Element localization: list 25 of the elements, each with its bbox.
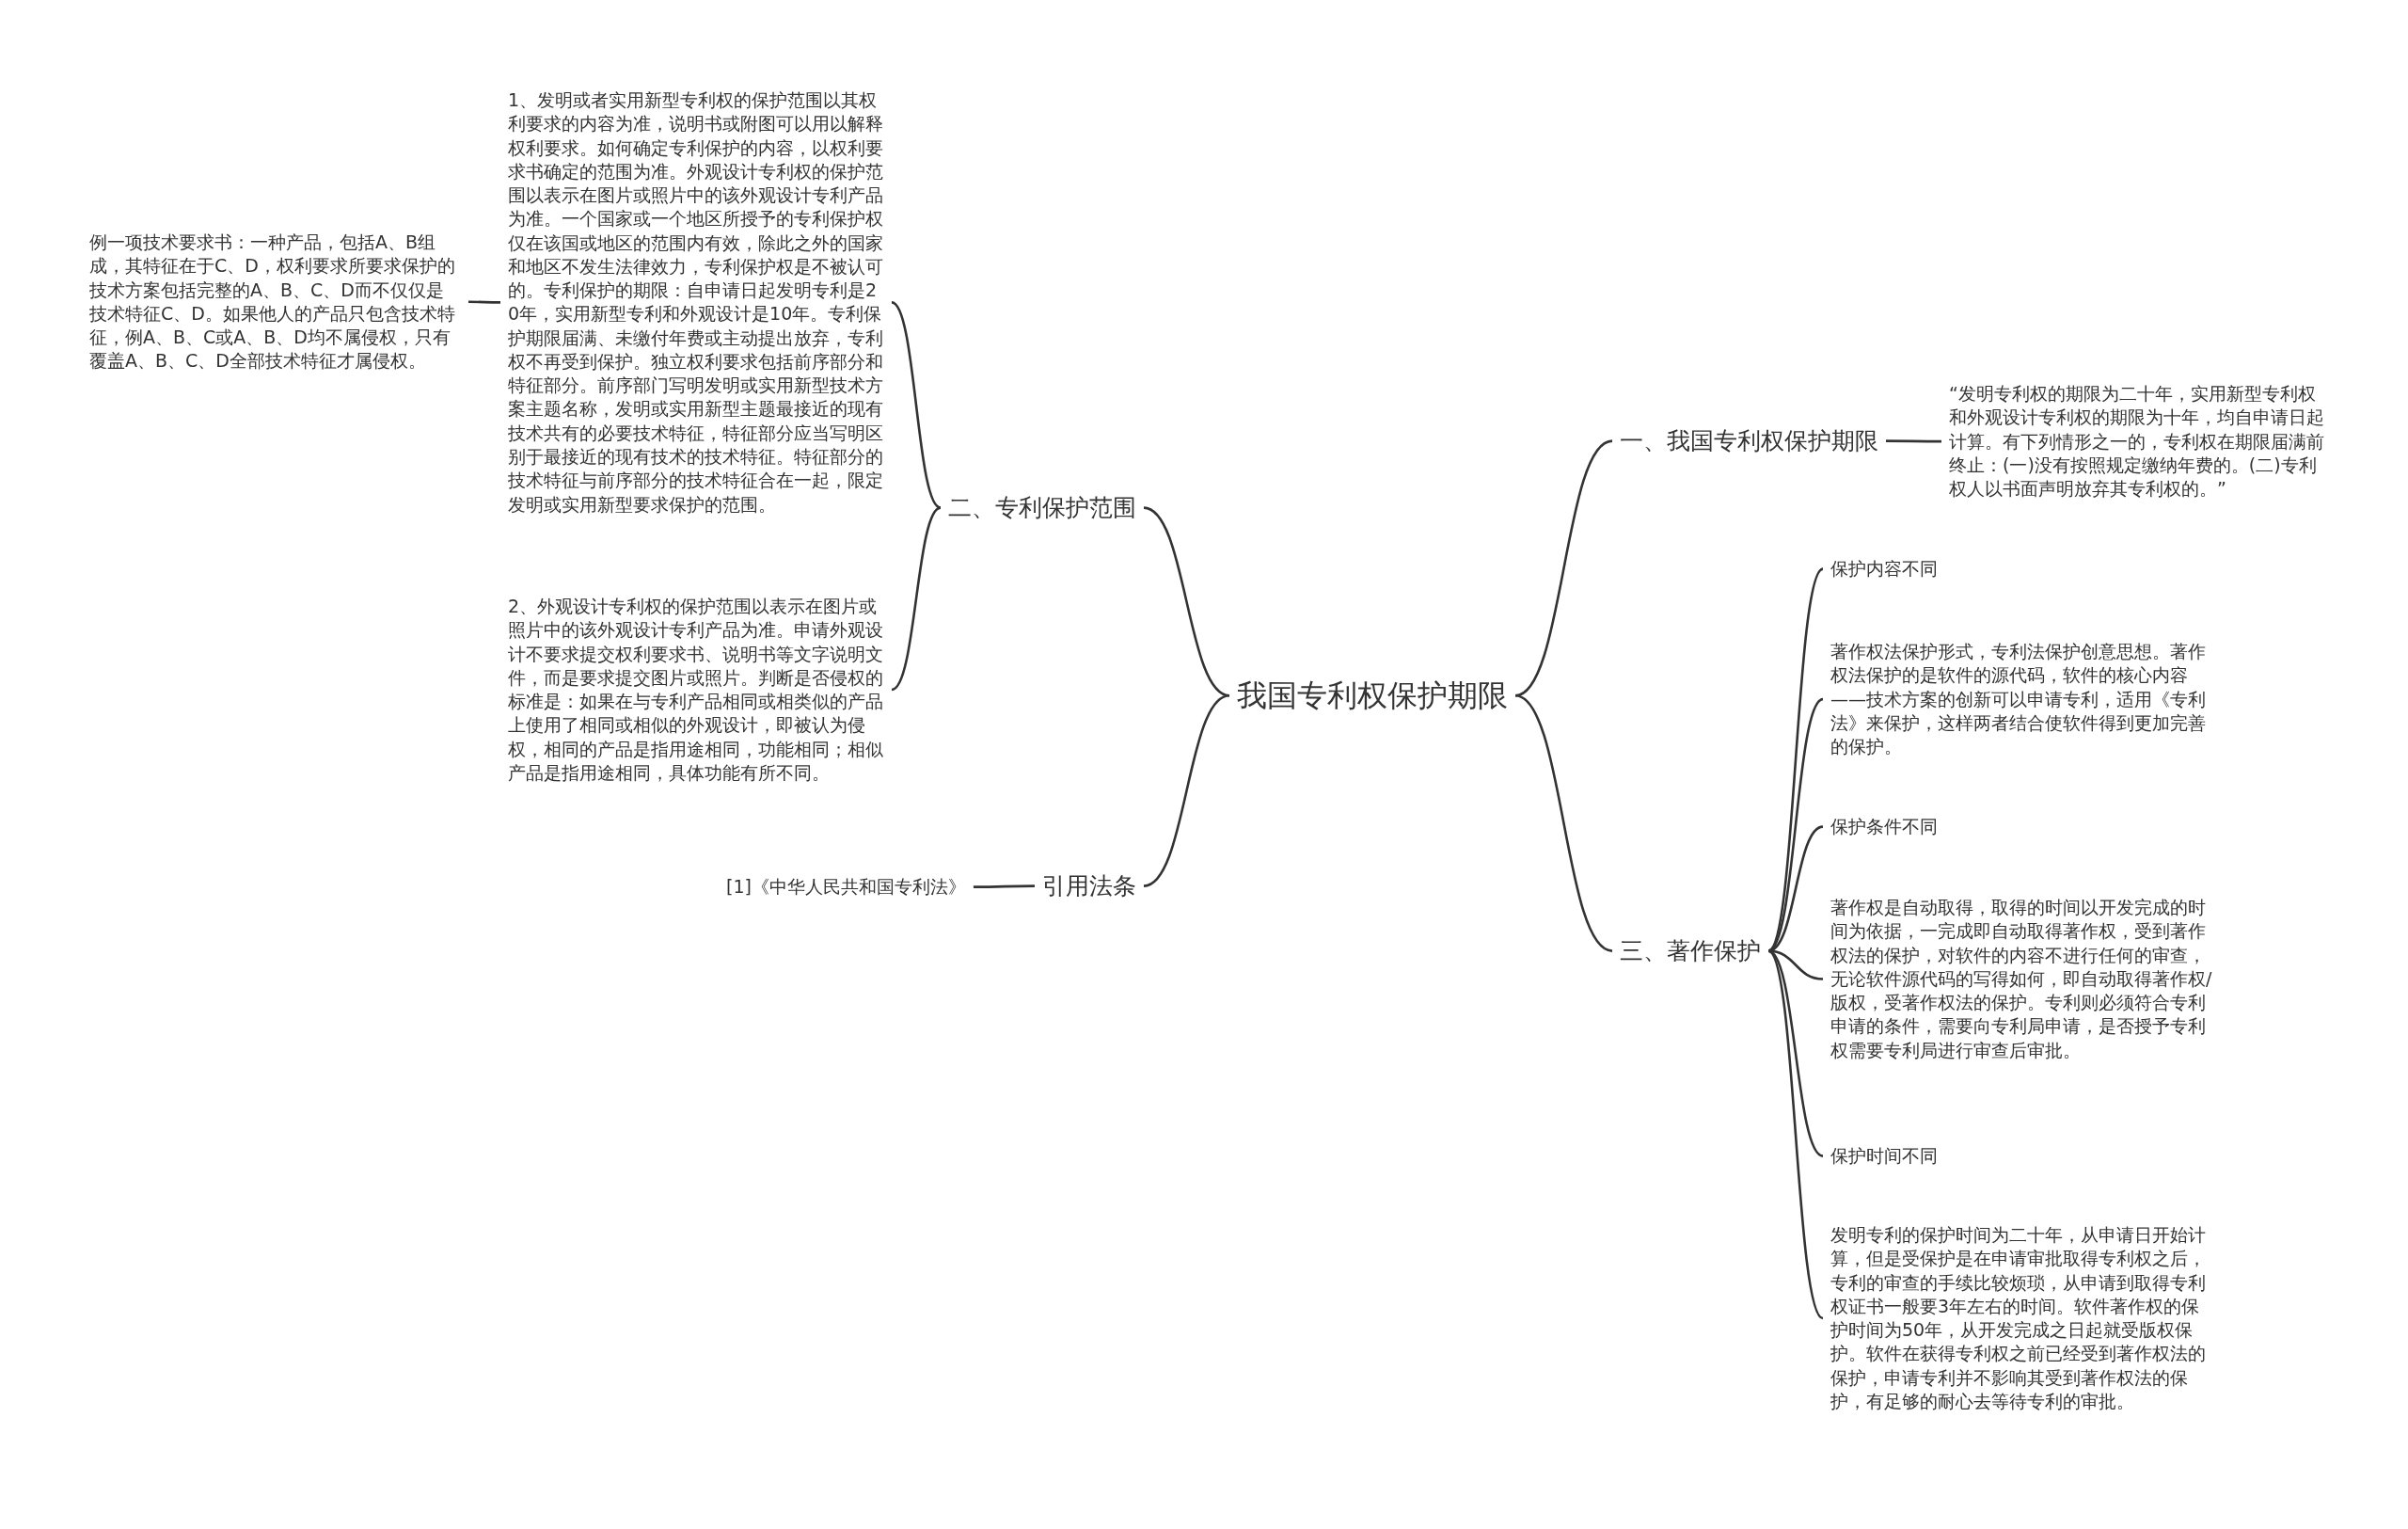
- note-text: 例一项技术要求书：一种产品，包括A、B组成，其特征在于C、D，权利要求所要求保护的技术方案包括完整的A、B、C、D而不仅仅是技术特征C、D。如果他人的产品只包含技术特征，例A、B、C或A、B、D均不属侵权，只有覆盖A、B、C、D全部技术特征才属侵权。: [89, 231, 461, 374]
- central-topic: 我国专利权保护期限: [1237, 676, 1508, 716]
- note-text: “发明专利权的期限为二十年，实用新型专利权和外观设计专利权的期限为十年，均自申请日起计算。有下列情形之一的，专利权在期限届满前终止：(一)没有按照规定缴纳年费的。(二)专利权人以书面声明放弃其专利权的。”: [1949, 382, 2330, 502]
- connector-line: [1767, 949, 1824, 1319]
- branch-topic: 引用法条: [1042, 870, 1136, 902]
- note-text: 发明专利的保护时间为二十年，从申请日开始计算，但是受保护是在申请审批取得专利权之后，专利的审查的手续比较烦琐，从申请到取得专利权证书一般要3年左右的时间。软件著作权的保护时间为50年，从开发完成之日起就受版权保护。软件在获得专利权之前已经受到著作权法的保护，申请专利并不影响其受到著作权法的保护，有足够的耐心去等待专利的审批。: [1830, 1223, 2216, 1414]
- connector-line: [973, 884, 1035, 888]
- branch-topic: 二、专利保护范围: [948, 492, 1136, 524]
- connector-line: [891, 506, 942, 692]
- connector-line: [1143, 694, 1230, 887]
- note-text: 保护条件不同: [1830, 815, 2216, 839]
- connector-line: [1767, 698, 1824, 952]
- note-text: 保护时间不同: [1830, 1144, 2216, 1169]
- note-text: 2、外观设计专利权的保护范围以表示在图片或照片中的该外观设计专利产品为准。申请外观设计不要求提交权利要求书、说明书等文字说明文件，而是要求提交图片或照片。判断是否侵权的标准是：如果在与专利产品相同或相类似的产品上使用了相同或相似的外观设计，即被认为侵权，相同的产品是指用途相同，功能相同；相似产品是指用途相同，具体功能有所不同。: [508, 595, 884, 786]
- note-text: [1]《中华人民共和国专利法》: [726, 875, 966, 900]
- connector-line: [468, 300, 500, 304]
- connector-line: [891, 301, 942, 509]
- note-text: 著作权法保护形式，专利法保护创意思想。著作权法保护的是软件的源代码，软件的核心内容——技术方案的创新可以申请专利，适用《专利法》来保护，这样两者结合使软件得到更加完善的保护。: [1830, 640, 2216, 759]
- branch-topic: 一、我国专利权保护期限: [1620, 425, 1878, 457]
- note-text: 著作权是自动取得，取得的时间以开发完成的时间为依据，一完成即自动取得著作权，受到著作权法的保护，对软件的内容不进行任何的审查，无论软件源代码的写得如何，即自动取得著作权/版权，受著作权法的保护。专利则必须符合专利申请的条件，需要向专利局申请，是否授予专利权需要专利局进行审查后审批。: [1830, 896, 2216, 1062]
- note-text: 1、发明或者实用新型专利权的保护范围以其权利要求的内容为准，说明书或附图可以用以解释权利要求。如何确定专利保护的内容，以权利要求书确定的范围为准。外观设计专利权的保护范围以表示在图片或照片中的该外观设计专利产品为准。一个国家或一个地区所授予的专利保护权仅在该国或地区的范围内有效，除此之外的国家和地区不发生法律效力，专利保护权是不被认可的。专利保护的期限：自申请日起发明专利是20年，实用新型专利和外观设计是10年。专利保护期限届满、未缴付年费或主动提出放弃，专利权不再受到保护。独立权利要求包括前序部分和特征部分。前序部门写明发明或实用新型技术方案主题名称，发明或实用新型主题最接近的现有技术共有的必要技术特征，特征部分应当写明区别于最接近的现有技术的技术特征。特征部分的技术特征与前序部分的技术特征合在一起，限定发明或实用新型要求保护的范围。: [508, 88, 884, 517]
- branch-topic: 三、著作保护: [1620, 935, 1761, 967]
- connector-line: [1886, 439, 1941, 443]
- note-text: 保护内容不同: [1830, 557, 2216, 581]
- connector-line: [1514, 694, 1613, 952]
